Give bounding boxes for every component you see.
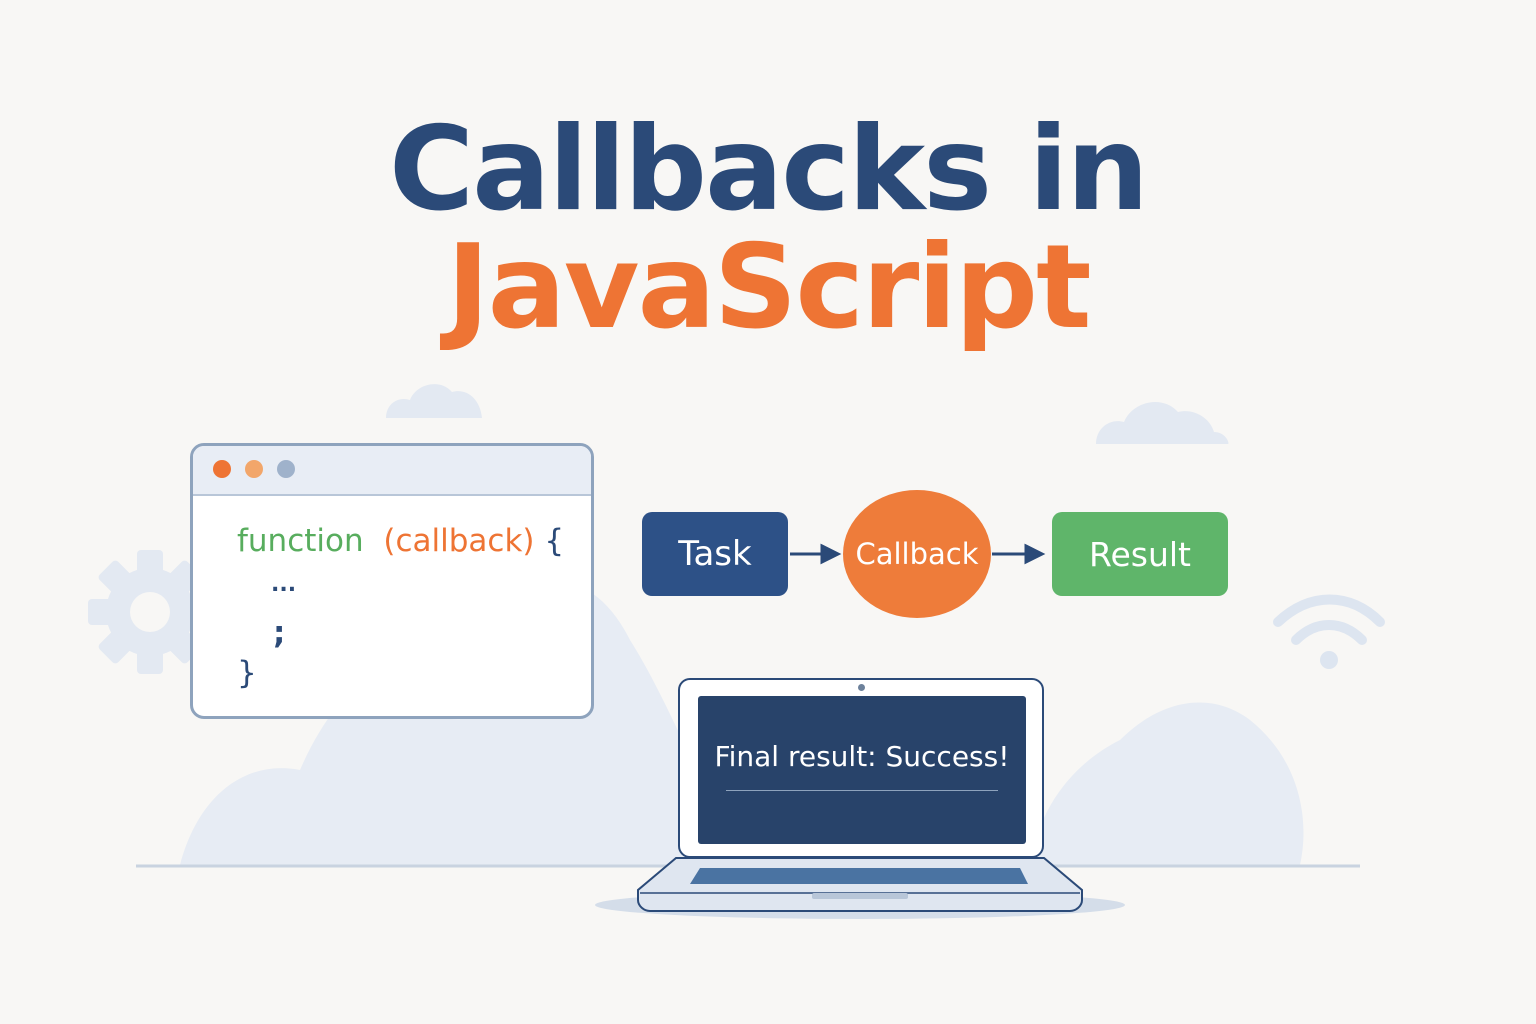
title-line-2: JavaScript <box>446 220 1091 355</box>
window-title-bar <box>193 446 591 496</box>
laptop-screen-text: Final result: Success! <box>714 740 1010 773</box>
code-ellipsis: ... <box>271 572 297 597</box>
laptop-camera <box>858 684 865 691</box>
flow-task-box: Task <box>642 512 788 596</box>
cloud-icon <box>1096 401 1229 444</box>
screen-underline <box>726 790 998 791</box>
laptop-screen: Final result: Success! <box>698 696 1026 844</box>
laptop: Final result: Success! <box>678 678 1044 858</box>
window-maximize-dot <box>277 460 295 478</box>
window-minimize-dot <box>245 460 263 478</box>
code-close-brace: } <box>237 655 257 691</box>
code-semicolon: ; <box>273 615 286 651</box>
code-keyword: function <box>237 523 364 559</box>
code-window: function (callback) { ... ; } <box>190 443 594 719</box>
code-line-1: function (callback) { <box>237 526 564 557</box>
window-close-dot <box>213 460 231 478</box>
code-parameter: (callback) <box>383 523 535 559</box>
flow-result-box: Result <box>1052 512 1228 596</box>
cloud-icon <box>386 384 482 418</box>
code-open-brace: { <box>544 523 565 559</box>
flow-callback-circle: Callback <box>843 490 991 618</box>
title-line-1: Callbacks in <box>389 102 1149 237</box>
wifi-icon <box>1273 594 1385 669</box>
